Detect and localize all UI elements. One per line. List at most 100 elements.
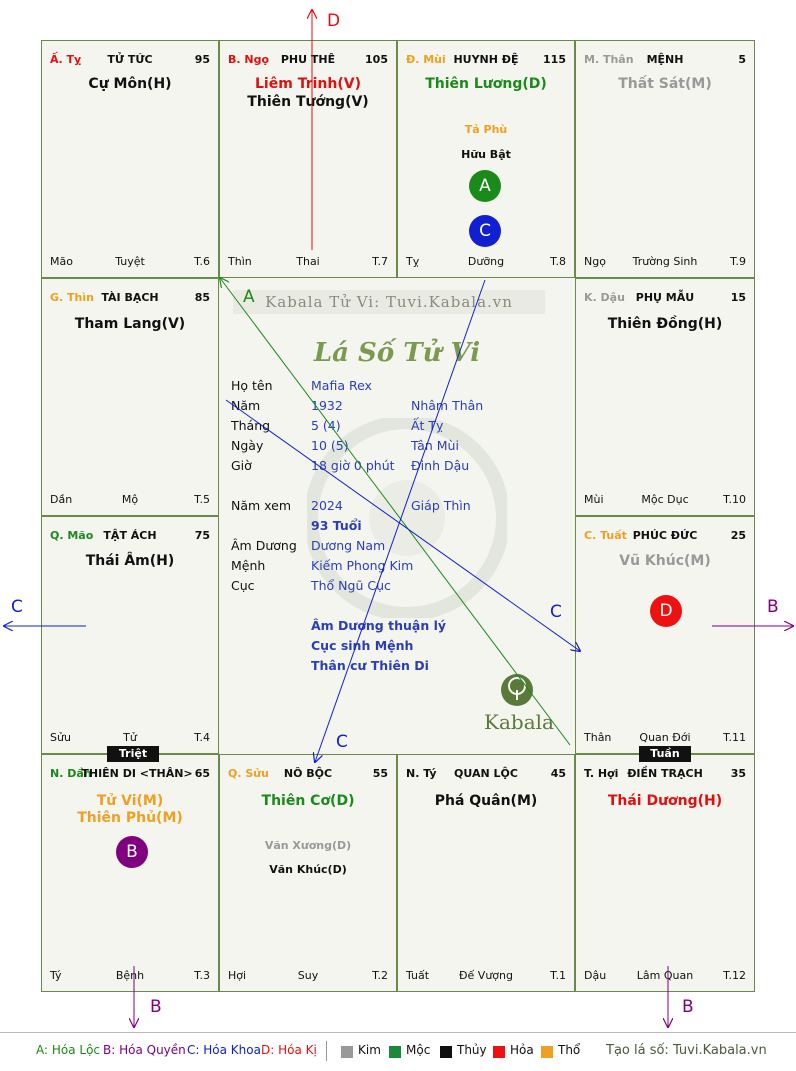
major-star: Tử Vi(M): [96, 793, 164, 809]
value-ngay: 10 (5): [311, 438, 349, 453]
swatch-tho: [541, 1046, 553, 1058]
palace-can: T. Hợi: [584, 767, 619, 780]
major-star: Thiên Phủ(M): [77, 810, 183, 826]
palace-can: Q. Sửu: [228, 767, 269, 780]
major-star: Thái Dương(H): [607, 793, 723, 809]
legend-bar: A: Hóa Lộc B: Hóa Quyền C: Hóa Khoa D: H…: [0, 1032, 796, 1071]
chart-title: Lá Số Tử Vi: [313, 338, 481, 368]
footer-right: T.5: [194, 493, 210, 506]
legend-hoa-ki: D: Hóa Kị: [261, 1043, 317, 1057]
legend-hoa-khoa: C: Hóa Khoa: [187, 1043, 261, 1057]
palace-name: PHỤ MẪU: [635, 291, 695, 304]
palace-name: TÀI BẠCH: [101, 291, 159, 304]
footer-left: Tỵ: [406, 255, 420, 268]
hoa-khoa-marker: C: [469, 215, 501, 247]
footer-left: Dậu: [584, 969, 607, 982]
hoa-khoa-arrow-right: [225, 399, 580, 651]
label-thang: Tháng: [231, 418, 271, 433]
note-than: Thân cư Thiên Di: [311, 658, 429, 673]
swatch-thuy: [440, 1046, 452, 1058]
arrow-label-c-bottom: C: [336, 732, 348, 752]
major-star: Cự Môn(H): [88, 76, 172, 92]
major-star: Thiên Lương(D): [425, 76, 547, 92]
footer-right: T.3: [194, 969, 210, 982]
triet-badge: Triệt: [107, 746, 159, 762]
palace-name: MỆNH: [646, 53, 684, 66]
palace-name: TẬT ÁCH: [103, 529, 157, 542]
footer-right: T.6: [194, 255, 210, 268]
swatch-kim: [341, 1046, 353, 1058]
footer-right: T.1: [550, 969, 566, 982]
watermark: Kabala Tử Vi: Tuvi.Kabala.vn: [233, 290, 545, 314]
palace-number: 15: [730, 291, 746, 304]
swatch-moc: [389, 1046, 401, 1058]
palace-number: 5: [738, 53, 746, 66]
palace-number: 45: [550, 767, 566, 780]
minor-star: Văn Khúc(D): [269, 863, 347, 876]
palace-can: Đ. Mùi: [406, 53, 446, 66]
kabala-tree-icon: [501, 674, 533, 706]
footer-left: Tuất: [406, 969, 430, 982]
label-am-duong: Âm Dương: [231, 538, 297, 553]
footer-left: Ngọ: [584, 255, 606, 268]
palace-number: 55: [372, 767, 388, 780]
hoa-loc-marker: A: [469, 170, 501, 202]
label-nam-xem: Năm xem: [231, 498, 292, 513]
bagua-watermark: [307, 418, 507, 618]
footer-left: Dần: [50, 493, 73, 506]
palace-number: 95: [194, 53, 210, 66]
hoa-quyen-marker: B: [116, 836, 148, 868]
legend-hoa: Hỏa: [510, 1043, 534, 1057]
footer-right: T.4: [194, 731, 210, 744]
footer-mid: Bệnh: [115, 969, 145, 982]
arrow-label-c-mid: C: [550, 602, 562, 622]
footer-right: T.12: [723, 969, 746, 982]
hoa-khoa-arrow-down: [315, 279, 486, 762]
value-gio: 18 giờ 0 phút: [311, 458, 395, 473]
major-star: Thiên Tướng(V): [247, 94, 369, 110]
footer-mid: Dưỡng: [467, 255, 505, 268]
legend-site-link[interactable]: Tạo lá số: Tuvi.Kabala.vn: [606, 1043, 767, 1058]
value-cuc: Thổ Ngũ Cục: [311, 578, 391, 593]
label-menh: Mệnh: [231, 558, 266, 573]
palace-can: Q. Mão: [50, 529, 94, 542]
palace-number: 25: [730, 529, 746, 542]
value-tuoi: 93 Tuổi: [311, 518, 362, 533]
hoa-ki-marker: D: [650, 595, 682, 627]
footer-left: Sửu: [50, 731, 71, 744]
value-nam-xem: 2024: [311, 498, 343, 513]
note-cuc: Cục sinh Mệnh: [311, 638, 414, 653]
palace-number: 65: [194, 767, 210, 780]
palace-can: Ấ. Tỵ: [50, 53, 82, 66]
palace-name: HUYNH ĐỆ: [453, 53, 519, 66]
arrow-label-c-left: C: [11, 597, 23, 617]
palace-can: C. Tuất: [584, 529, 627, 542]
legend-thuy: Thủy: [457, 1043, 487, 1057]
major-star: Vũ Khúc(M): [619, 553, 711, 569]
legend-hoa-quyen: B: Hóa Quyền: [103, 1043, 186, 1057]
footer-right: T.7: [372, 255, 388, 268]
palace-name: NÔ BỘC: [283, 767, 333, 780]
palace-can: M. Thân: [584, 53, 634, 66]
footer-left: Mùi: [584, 493, 604, 506]
palace-number: 35: [730, 767, 746, 780]
legend-tho: Thổ: [558, 1043, 581, 1057]
minor-star: Hữu Bật: [461, 148, 511, 161]
major-star: Thiên Cơ(D): [261, 793, 355, 809]
footer-right: T.11: [723, 731, 746, 744]
palace-can: G. Thìn: [50, 291, 94, 304]
palace-can: B. Ngọ: [228, 53, 270, 66]
label-ho-ten: Họ tên: [231, 378, 273, 393]
value-gio-can-chi: Đinh Dậu: [411, 458, 470, 473]
